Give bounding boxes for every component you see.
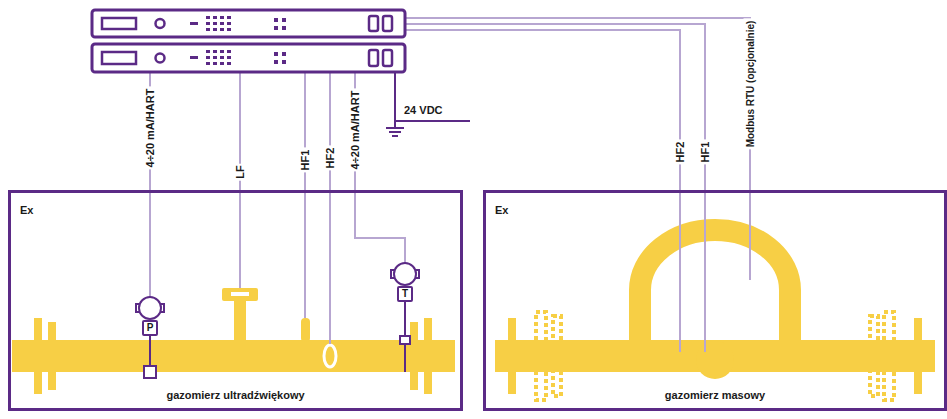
meter-name: gazomierz ultradźwiękowy (11, 389, 460, 401)
signal-name: HF2 (324, 146, 337, 171)
measurement-letter: T (399, 288, 411, 300)
zone-tag: Ex (20, 204, 33, 216)
mass-meter (495, 230, 935, 400)
flow-computer (92, 44, 405, 72)
flow-computer (92, 10, 405, 37)
hazard-zone: Ex gazomierz ultradźwiękowy P T (8, 190, 463, 411)
transmitter-letter: T (397, 286, 413, 302)
signal-name: HF1 (299, 148, 312, 173)
signal-name: HF2 (674, 140, 687, 165)
meter-name: gazomierz masowy (486, 389, 944, 401)
power-ground (386, 72, 470, 136)
transmitter-letter: P (142, 320, 158, 336)
signal-name: 4÷20 mA/HART (144, 87, 157, 170)
signal-name: HF1 (699, 140, 712, 165)
zone-tag: Ex (495, 204, 508, 216)
signal-name: LF (234, 163, 247, 180)
signal-name: Modbus RTU (opcjonalnie) (744, 19, 757, 150)
hazard-zone: Ex gazomierz masowy (483, 190, 947, 411)
supply-label: 24 VDC (402, 104, 445, 117)
temperature-transmitter (391, 263, 419, 372)
pressure-transmitter (136, 297, 164, 378)
ultrasonic-meter-pipe (12, 288, 455, 394)
signal-name: 4÷20 mA/HART (349, 89, 362, 172)
measurement-letter: P (144, 322, 156, 334)
